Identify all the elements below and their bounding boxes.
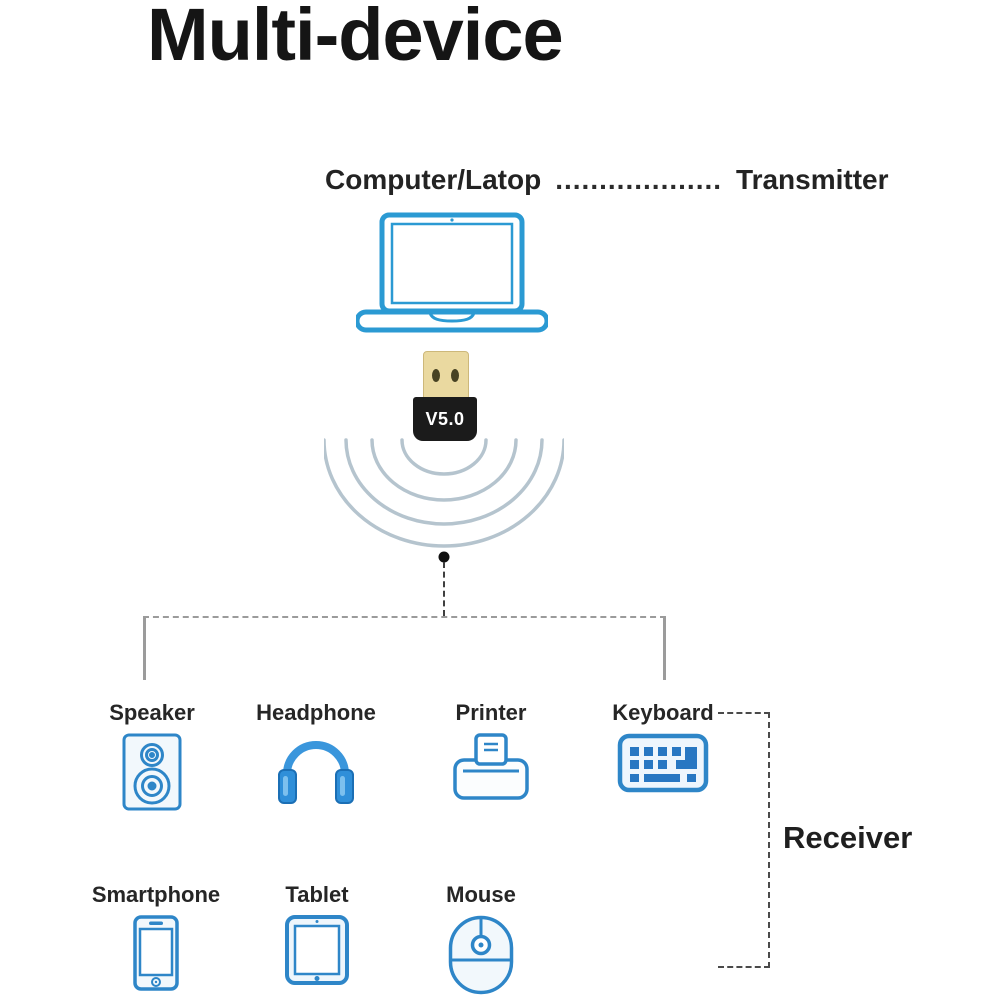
device-label: Speaker bbox=[109, 700, 195, 725]
usb-pin-hole bbox=[432, 369, 440, 382]
usb-connector bbox=[423, 351, 469, 401]
dongle-version-label: V5.0 bbox=[425, 408, 465, 429]
usb-bluetooth-dongle-icon: V5.0 bbox=[413, 351, 477, 441]
tablet-icon bbox=[285, 915, 349, 985]
device-headphone: Headphone bbox=[251, 700, 381, 807]
junction-dot bbox=[438, 551, 450, 563]
smartphone-icon bbox=[133, 915, 179, 991]
computer-label: Computer/Latop bbox=[325, 164, 542, 195]
connector-stub-right bbox=[663, 617, 666, 680]
headphone-icon bbox=[278, 741, 354, 804]
receiver-label: Receiver bbox=[783, 820, 913, 855]
device-printer: Printer bbox=[426, 700, 556, 801]
transmitter-caption: Computer/Latop ................... Trans… bbox=[325, 164, 889, 196]
device-label: Tablet bbox=[285, 882, 349, 907]
dotted-leader: ................... bbox=[555, 164, 723, 195]
laptop-icon bbox=[356, 212, 548, 333]
usb-pin-hole bbox=[451, 369, 459, 382]
receiver-bracket-bottom bbox=[718, 966, 770, 968]
device-tablet: Tablet bbox=[252, 882, 382, 985]
device-smartphone: Smartphone bbox=[91, 882, 221, 991]
receiver-bracket-side bbox=[768, 712, 770, 968]
receiver-bracket-top bbox=[718, 712, 770, 714]
mouse-icon bbox=[448, 915, 514, 995]
connector-line-horizontal bbox=[143, 616, 666, 618]
dongle-body: V5.0 bbox=[413, 397, 477, 441]
device-label: Smartphone bbox=[91, 882, 221, 907]
speaker-icon bbox=[122, 733, 182, 811]
device-label: Keyboard bbox=[612, 700, 714, 725]
device-mouse: Mouse bbox=[416, 882, 546, 995]
device-speaker: Speaker bbox=[87, 700, 217, 811]
device-keyboard: Keyboard bbox=[598, 700, 728, 793]
transmitter-label: Transmitter bbox=[736, 164, 889, 195]
page-title: Multi-device bbox=[147, 0, 564, 76]
connector-line-center bbox=[443, 562, 445, 616]
wireless-waves-icon bbox=[324, 438, 564, 548]
device-label: Headphone bbox=[256, 700, 376, 725]
device-label: Printer bbox=[455, 700, 527, 725]
connector-stub-left bbox=[143, 617, 146, 680]
keyboard-icon bbox=[617, 733, 709, 793]
printer-icon bbox=[453, 733, 529, 800]
device-label: Mouse bbox=[446, 882, 516, 907]
